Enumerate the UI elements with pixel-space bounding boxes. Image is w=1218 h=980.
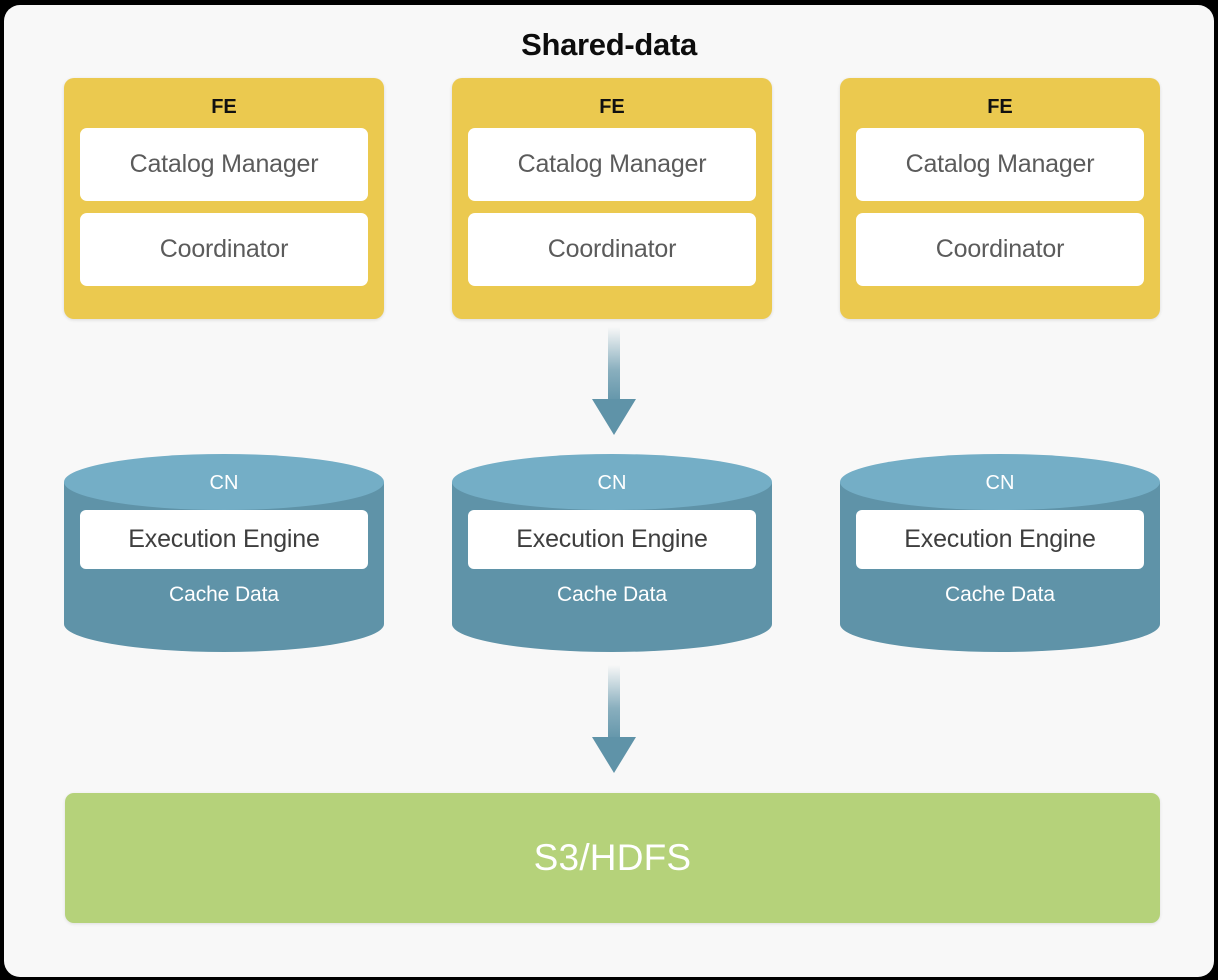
fe-to-cn-arrow [574, 325, 654, 450]
fe-node-2-catalog-manager[interactable]: Catalog Manager [468, 128, 756, 201]
fe-node-3[interactable]: FE Catalog Manager Coordinator [840, 78, 1160, 319]
cn-node-2-content: CN Execution Engine Cache Data [452, 454, 772, 652]
cn-node-3-title: CN [985, 472, 1015, 494]
cn-node-1-execution-engine[interactable]: Execution Engine [80, 510, 368, 569]
fe-node-2[interactable]: FE Catalog Manager Coordinator [452, 78, 772, 319]
cn-node-1-content: CN Execution Engine Cache Data [64, 454, 384, 652]
fe-node-1-title: FE [211, 96, 237, 118]
cn-node-2-title: CN [597, 472, 627, 494]
fe-node-3-title: FE [987, 96, 1013, 118]
diagram-card: Shared-data FE Catalog Manager Coordinat… [4, 5, 1214, 977]
fe-node-1-catalog-manager[interactable]: Catalog Manager [80, 128, 368, 201]
cn-to-storage-arrow [574, 663, 654, 788]
cn-node-3-execution-engine[interactable]: Execution Engine [856, 510, 1144, 569]
page-title: Shared-data [521, 27, 697, 62]
fe-node-3-catalog-manager[interactable]: Catalog Manager [856, 128, 1144, 201]
down-arrow-icon [592, 327, 636, 435]
cn-node-2-execution-engine[interactable]: Execution Engine [468, 510, 756, 569]
cn-node-2-cache-data: Cache Data [557, 583, 667, 606]
cn-node-1-title: CN [209, 472, 239, 494]
storage-tier-label: S3/HDFS [533, 837, 692, 878]
fe-node-2-title: FE [599, 96, 625, 118]
cn-node-1[interactable]: CN Execution Engine Cache Data [64, 454, 384, 652]
fe-node-1-coordinator[interactable]: Coordinator [80, 213, 368, 286]
down-arrow-icon [592, 665, 636, 773]
fe-node-1[interactable]: FE Catalog Manager Coordinator [64, 78, 384, 319]
cn-node-1-cache-data: Cache Data [169, 583, 279, 606]
storage-tier[interactable]: S3/HDFS [65, 793, 1160, 923]
cn-node-3-content: CN Execution Engine Cache Data [840, 454, 1160, 652]
cn-tier: CN Execution Engine Cache Data CN Execut… [64, 454, 1160, 652]
fe-tier: FE Catalog Manager Coordinator FE Catalo… [64, 78, 1160, 319]
fe-node-2-coordinator[interactable]: Coordinator [468, 213, 756, 286]
cn-node-3[interactable]: CN Execution Engine Cache Data [840, 454, 1160, 652]
cn-node-3-cache-data: Cache Data [945, 583, 1055, 606]
fe-node-3-coordinator[interactable]: Coordinator [856, 213, 1144, 286]
cn-node-2[interactable]: CN Execution Engine Cache Data [452, 454, 772, 652]
